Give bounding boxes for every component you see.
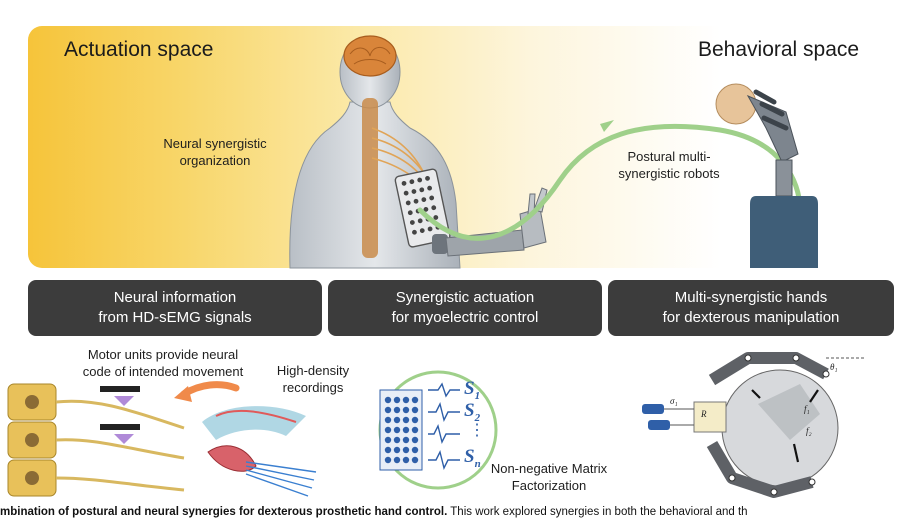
robot-hand-icon bbox=[715, 83, 818, 268]
robot-sigma-label: σ₁ bbox=[670, 396, 678, 406]
robot-f1-label: f₁ bbox=[804, 404, 810, 414]
behavioral-space-label: Behavioral space bbox=[698, 38, 860, 61]
synergy-sn: Sn bbox=[464, 446, 481, 470]
top-banner bbox=[28, 26, 894, 268]
electrode-grid-icon bbox=[394, 168, 451, 248]
brain-icon bbox=[343, 35, 397, 77]
high-density-label: High-density recordings bbox=[276, 363, 350, 395]
hd-recording-arrow bbox=[174, 381, 240, 402]
postural-robots-label: Postural multi- synergistic robots bbox=[618, 149, 720, 181]
robot-f2-label: f₂ bbox=[806, 426, 812, 436]
motor-unit-icon bbox=[7, 383, 185, 497]
synergy-s1: S1 bbox=[464, 378, 481, 402]
matrix-icon bbox=[378, 370, 498, 490]
synergy-s2: S2 bbox=[464, 400, 481, 424]
box-synergistic-actuation: Synergistic actuation for myoelectric co… bbox=[328, 280, 602, 336]
actuation-space-label: Actuation space bbox=[64, 38, 214, 61]
figure-caption: mbination of postural and neural synergi… bbox=[0, 506, 748, 518]
box-multi-synergistic-hands: Multi-synergistic hands for dexterous ma… bbox=[608, 280, 894, 336]
box-neural-information: Neural information from HD-sEMG signals bbox=[28, 280, 322, 336]
robot-r-label: R bbox=[701, 409, 707, 419]
nmf-label: Non-negative Matrix Factorization bbox=[490, 461, 608, 493]
robot-mechanism-icon bbox=[642, 352, 866, 498]
motor-units-label: Motor units provide neural code of inten… bbox=[82, 347, 244, 379]
muscle-icon bbox=[202, 406, 317, 497]
neural-organization-label: Neural synergistic organization bbox=[163, 136, 267, 168]
synergy-ellipsis: ⋮ bbox=[469, 422, 485, 439]
robot-theta-label: θ₁ bbox=[830, 362, 838, 372]
